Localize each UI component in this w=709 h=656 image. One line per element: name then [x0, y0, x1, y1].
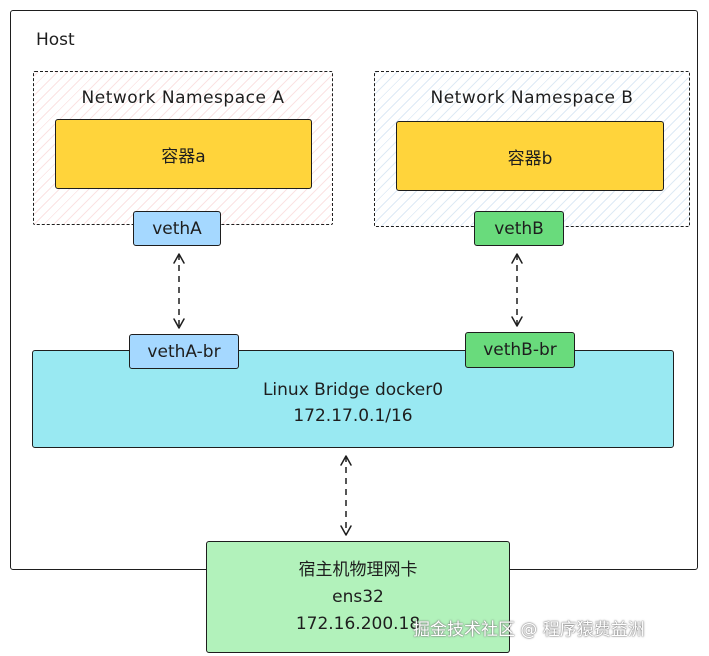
container-a: 容器a — [55, 119, 312, 189]
namespace-a-label: Network Namespace A — [81, 88, 285, 108]
watermark: 掘金技术社区 @ 程序猿费益洲 — [413, 620, 645, 640]
container-b-label: 容器b — [507, 148, 553, 169]
container-a-label: 容器a — [161, 146, 206, 167]
nic-interface: ens32 — [332, 586, 384, 607]
veth-b-br-label: vethB-br — [483, 340, 557, 360]
container-b: 容器b — [396, 121, 664, 191]
veth-b: vethB — [474, 211, 564, 246]
host-nic: 宿主机物理网卡 ens32 172.16.200.18 — [206, 541, 510, 653]
nic-title: 宿主机物理网卡 — [298, 559, 418, 580]
veth-a-br-label: vethA-br — [147, 341, 221, 362]
bridge-subnet: 172.17.0.1/16 — [293, 406, 413, 426]
bridge-name: Linux Bridge docker0 — [262, 380, 444, 400]
veth-b-label: vethB — [494, 218, 544, 239]
veth-a: vethA — [133, 211, 221, 246]
veth-a-br-port: vethA-br — [129, 334, 239, 369]
nic-ip: 172.16.200.18 — [295, 613, 421, 634]
veth-a-label: vethA — [152, 218, 202, 239]
namespace-b-label: Network Namespace B — [430, 88, 634, 108]
host-label: Host — [36, 30, 75, 50]
veth-b-br-port: vethB-br — [465, 332, 575, 368]
